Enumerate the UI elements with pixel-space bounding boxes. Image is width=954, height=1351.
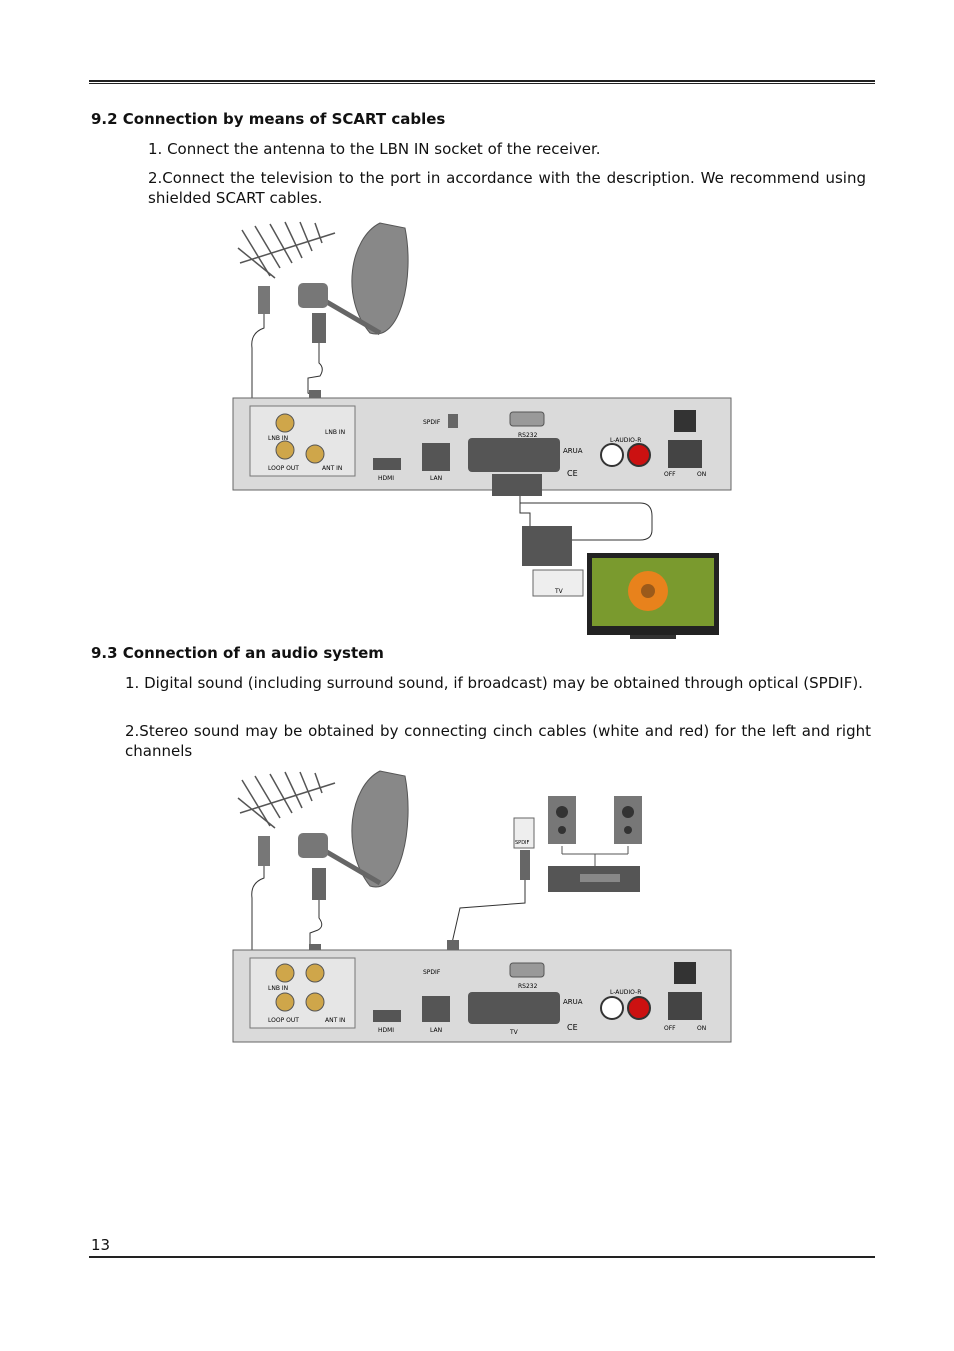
label-loop-out: LOOP OUT: [268, 465, 299, 472]
label-brand: ARUA: [563, 447, 583, 455]
label-audio: L-AUDIO-R: [610, 989, 641, 996]
label-on: ON: [697, 471, 706, 478]
lnb-arm: [298, 283, 382, 343]
page-number: 13: [91, 1236, 111, 1254]
television: [587, 553, 719, 639]
receiver-back-panel: LNB IN LOOP OUT LNB IN ANT IN HDMI LAN S…: [232, 397, 732, 491]
label-lan: LAN: [430, 475, 442, 482]
section-heading-scart: 9.2 Connection by means of SCART cables: [91, 110, 446, 128]
label-spdif: SPDIF: [423, 419, 441, 426]
scart-step-2: 2.Connect the television to the port in …: [148, 169, 866, 207]
tv-scart-socket: [532, 569, 584, 597]
lnb-cable: [309, 900, 323, 950]
label-brand: ARUA: [563, 998, 583, 1006]
cable-connector-antenna: [258, 286, 270, 314]
label-ant-in: ANT IN: [322, 465, 342, 472]
scart-plug-tv: [522, 526, 572, 566]
label-spdif-socket: SPDIF: [515, 840, 530, 846]
audio-system: [548, 796, 642, 892]
label-hdmi: HDMI: [378, 475, 394, 482]
footer-rule: [89, 1256, 875, 1258]
satellite-dish: [351, 770, 409, 888]
label-tv-port: TV: [554, 588, 564, 595]
section-heading-audio: 9.3 Connection of an audio system: [91, 644, 384, 662]
cable-connector-antenna: [258, 836, 270, 866]
label-off: OFF: [664, 1025, 676, 1032]
label-loop-out: LOOP OUT: [268, 1017, 299, 1024]
spdif-cable: [451, 880, 526, 944]
scart-plug: [492, 474, 542, 496]
label-rs232: RS232: [518, 432, 538, 439]
yagi-antenna: [237, 771, 336, 829]
audio-connection-diagram: SPDIF LNB IN LOOP OUT ANT IN HDMI LAN SP…: [232, 770, 732, 1043]
label-lnb-in: LNB IN: [268, 985, 288, 992]
label-ant-in: ANT IN: [325, 1017, 345, 1024]
satellite-dish: [351, 222, 409, 335]
label-lnb-in: LNB IN: [268, 435, 288, 442]
label-lnb-in-2: LNB IN: [325, 429, 345, 436]
label-ce: CE: [567, 1023, 578, 1032]
scart-step-1: 1. Connect the antenna to the LBN IN soc…: [148, 140, 601, 158]
audio-step-1: 1. Digital sound (including surround sou…: [125, 674, 863, 692]
label-rs232: RS232: [518, 983, 538, 990]
label-on: ON: [697, 1025, 706, 1032]
scart-connection-diagram: LNB IN LOOP OUT LNB IN ANT IN HDMI LAN S…: [232, 221, 732, 639]
lnb-cable: [307, 343, 323, 410]
header-rule: [89, 80, 875, 84]
label-tv: TV: [509, 1029, 519, 1036]
label-spdif: SPDIF: [423, 969, 441, 976]
yagi-antenna: [237, 221, 336, 279]
label-off: OFF: [664, 471, 676, 478]
label-hdmi: HDMI: [378, 1027, 394, 1034]
label-audio: L-AUDIO-R: [610, 437, 641, 444]
antenna-cable: [251, 314, 286, 424]
scart-cable: [519, 496, 653, 541]
antenna-cable: [251, 866, 286, 969]
audio-step-2: 2.Stereo sound may be obtained by connec…: [125, 722, 871, 760]
label-lan: LAN: [430, 1027, 442, 1034]
spdif-plug-top: [520, 850, 530, 880]
lnb-arm: [298, 833, 382, 900]
spdif-socket: [513, 817, 535, 849]
label-ce: CE: [567, 469, 578, 478]
receiver-back-panel: LNB IN LOOP OUT ANT IN HDMI LAN SPDIF RS…: [232, 949, 732, 1043]
